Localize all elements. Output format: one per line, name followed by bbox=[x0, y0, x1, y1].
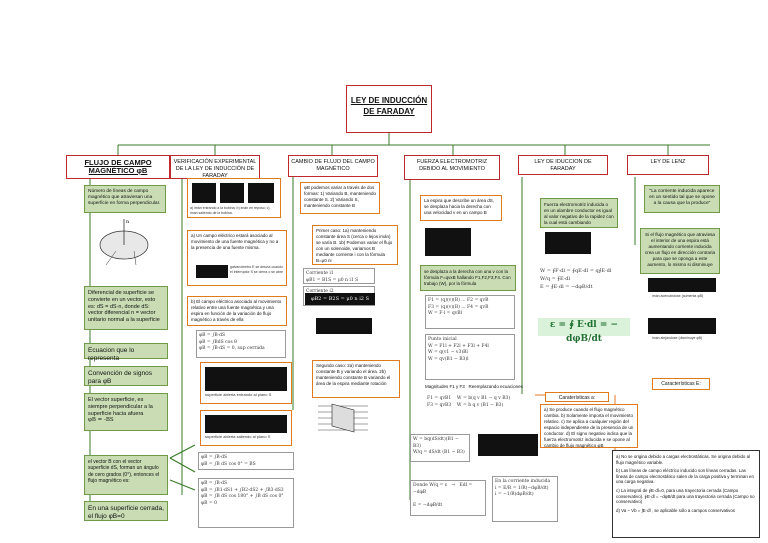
verificacion-caption-saliendo: superficie abierta saliendo al plano S bbox=[205, 435, 289, 443]
cambio-formas: φB podemos variar a través de dos formas… bbox=[300, 182, 380, 214]
verificacion-plano-img bbox=[205, 367, 287, 391]
lenz-explicacion: Si el flujo magnético que atraviesa el i… bbox=[640, 228, 720, 274]
fem-espira-img bbox=[425, 228, 471, 256]
induccion-caracteristicas: a) Se produce cuando el flujo magnético … bbox=[540, 404, 638, 448]
fem-magnitudes-row: Magnitudes F1 y F3 Reemplazando ecuacion… bbox=[425, 384, 525, 392]
verificacion-nota-a-text: a) Un campo eléctrico estará asociado al… bbox=[191, 233, 283, 251]
cambio-formula-i2: φB2 = B2S = μ0 n i2 S bbox=[305, 293, 375, 305]
induccion-caracteristicas-label: Caraterísticas a: bbox=[545, 392, 609, 402]
lenz-carac-a: a) No se origina debido a cargas electro… bbox=[616, 454, 756, 465]
header-cambio: CAMBIO DE FLUJO DEL CAMPO MAGNÉTICO bbox=[288, 155, 378, 177]
flujo-diferencial: Diferencial de superficie se convierte e… bbox=[84, 286, 168, 330]
header-verificacion: VERIFICACIÓN EXPERIMENTAL DE LA LEY DE I… bbox=[170, 155, 260, 179]
flujo-definition: Número de líneas de campo magnético que … bbox=[84, 185, 166, 213]
verificacion-img-c bbox=[248, 183, 274, 203]
flujo-ecuacion: Ecuacion que lo representa bbox=[84, 343, 168, 359]
main-title: LEY DE INDUCCIÓN DE FARADAY bbox=[346, 85, 432, 133]
fem-punto-label: Punto inicial bbox=[428, 337, 457, 342]
verificacion-nota-a: a) Un campo eléctrico estará asociado al… bbox=[187, 230, 287, 286]
lenz-img-1 bbox=[648, 278, 716, 292]
lenz-caracteristicas-box: a) No se origina debido a cargas electro… bbox=[612, 450, 760, 538]
flujo-perpendicular-formula: φB = -BS bbox=[88, 417, 114, 423]
cambio-primer-caso: Primer caso: 1a) manteniendo constante á… bbox=[312, 225, 398, 265]
lenz-caracteristicas-label: Características E: bbox=[652, 378, 710, 390]
fem-w-img bbox=[478, 434, 538, 456]
lenz-img-1-caption: imán acercándose (aumenta φB) bbox=[652, 294, 716, 300]
induccion-texto: Fuerza electromotriz inducida o en un al… bbox=[540, 198, 618, 228]
header-fem: FUERZA ELECTROMOTRIZ DEBIDO AL MOVIMIENT… bbox=[404, 155, 500, 180]
cambio-corriente-1-label: Corriente i1 bbox=[306, 271, 334, 276]
lenz-cita: "La corriente inducida aparece en un sen… bbox=[644, 185, 720, 213]
verificacion-nota-b: b) El campo eléctrico asociado al movimi… bbox=[187, 296, 287, 326]
header-induccion: LEY DE IDUCCION DE FARADAY bbox=[518, 155, 608, 175]
cambio-rotation-figure bbox=[314, 400, 374, 436]
lenz-img-2 bbox=[648, 318, 716, 334]
fem-corriente-label: En la corriente inducida bbox=[495, 479, 550, 484]
cambio-segundo-caso: Segundo caso: 2a) manteniendo constante … bbox=[312, 360, 400, 398]
svg-text:n: n bbox=[126, 219, 130, 225]
fem-magnitudes-formula: F1 = qvB1 W = b(q v B1 − q v B3)F3 = qvB… bbox=[425, 394, 535, 416]
lenz-carac-c: c) La integral de ∮E·dl=0, para una tray… bbox=[616, 488, 756, 505]
verificacion-figure: a) imán entrando a la bobina; b) imán en… bbox=[187, 178, 281, 218]
flujo-cerrada: En una superficie cerrada, el flujo φB=0 bbox=[84, 501, 168, 521]
fem-magnitudes: Magnitudes F1 y F3 bbox=[425, 384, 465, 389]
verificacion-galvanometro-img bbox=[196, 265, 228, 278]
fem-reemplazando: Reemplazando ecuaciones bbox=[469, 384, 523, 389]
flujo-perpendicular-text: El vector superficie, es siempre perpend… bbox=[88, 397, 153, 417]
flujo-vector: el vector B con el vector superficie dS,… bbox=[84, 455, 168, 495]
verificacion-img-caption-a: galvanómetro E se desvía cuando el inter… bbox=[230, 265, 286, 277]
fem-desplaza: se desplaza a la derecha con una v con l… bbox=[420, 265, 516, 291]
verificacion-fig-caption: a) imán entrando a la bobina; b) imán en… bbox=[190, 206, 278, 216]
flujo-convencion: Convención de signos para φB bbox=[84, 366, 168, 386]
lenz-img-2-caption: imán alejándose (disminuye φB) bbox=[652, 336, 716, 342]
fem-w-formula: W = bq(dS/dt)(B1 − B3)W/q = dS/dt (B1 − … bbox=[410, 434, 470, 462]
cambio-formula-img bbox=[316, 318, 372, 334]
verificacion-saliendo-img bbox=[205, 415, 287, 433]
header-lenz: LEY DE LENZ bbox=[627, 155, 709, 175]
lenz-carac-b: b) Las líneas de campo eléctrico inducid… bbox=[616, 468, 756, 485]
flujo-surface-figure: n bbox=[96, 215, 156, 270]
verificacion-caption-plano: superficie abierta entrando al plano S bbox=[205, 393, 289, 401]
fem-espira: La espira que describe un área dS, se de… bbox=[420, 195, 502, 221]
verificacion-saliendo-box: superficie abierta saliendo al plano S bbox=[200, 410, 292, 446]
flujo-perpendicular: El vector superficie, es siempre perpend… bbox=[84, 393, 168, 431]
verificacion-plano-box: superficie abierta entrando al plano S bbox=[200, 362, 292, 404]
verificacion-img-a bbox=[192, 183, 216, 203]
header-flujo: FLUJO DE CAMPO MAGNÉTICO φB bbox=[66, 155, 170, 179]
verificacion-img-b bbox=[220, 183, 244, 203]
induccion-formula-main: ε = ∮ E·dl = − dφB/dt bbox=[538, 318, 630, 336]
lenz-carac-d: d) Va − Vb = ∫E·dl , se aplicable sólo a… bbox=[616, 508, 756, 514]
induccion-img bbox=[545, 232, 591, 254]
